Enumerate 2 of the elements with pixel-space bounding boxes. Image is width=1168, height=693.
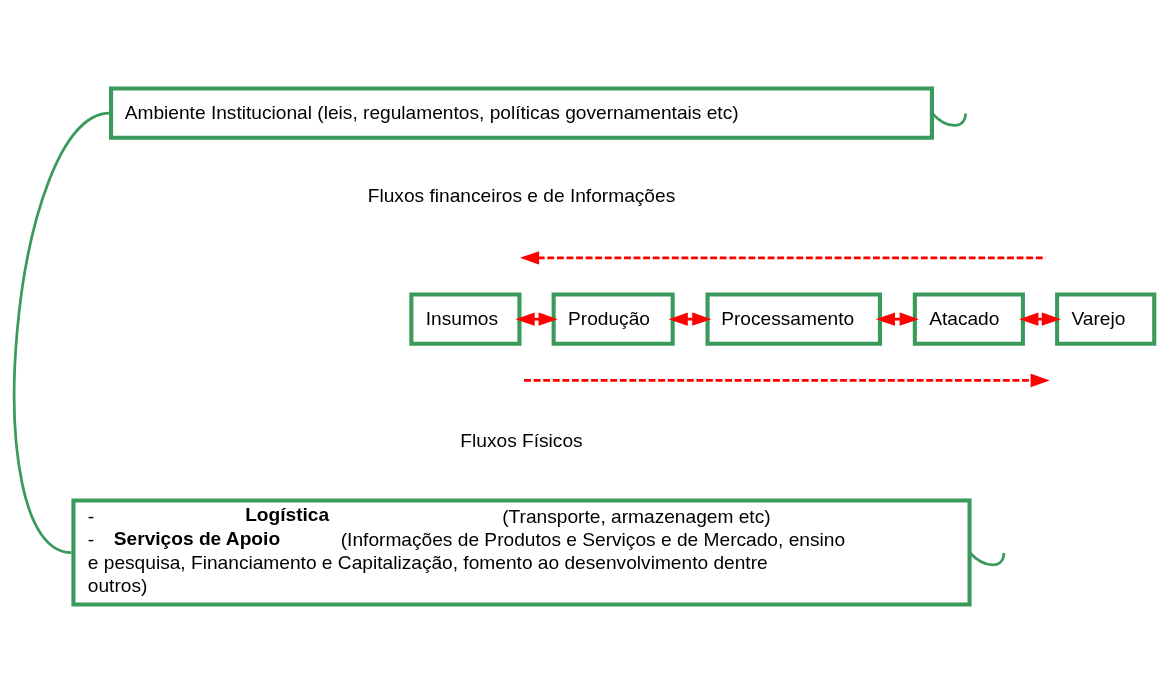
label: Fluxos financeiros e de Informações (367, 184, 676, 206)
label: Fluxos Físicos (460, 429, 583, 451)
